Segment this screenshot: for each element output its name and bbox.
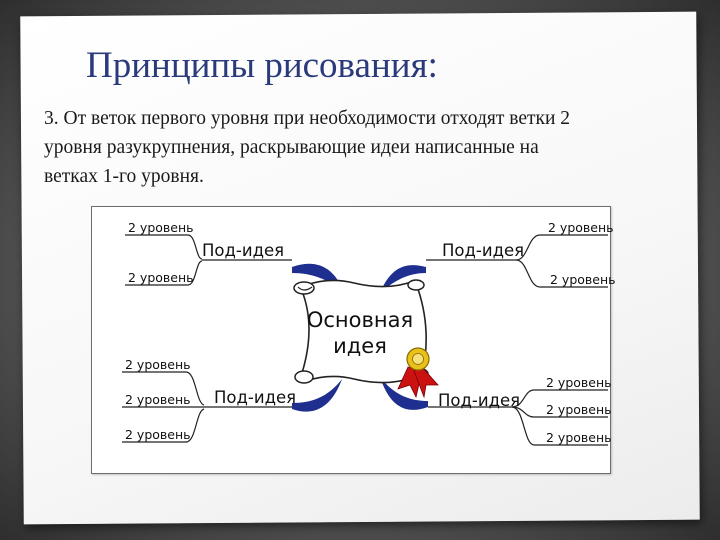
level2-label: 2 уровень xyxy=(125,357,191,372)
central-idea-line1: Основная xyxy=(307,308,413,332)
level2-label: 2 уровень xyxy=(128,220,194,235)
level2-label: 2 уровень xyxy=(546,430,612,445)
mind-map-svg: Основная идея Под-идея Под-идея Под-идея… xyxy=(122,220,616,446)
level2-label: 2 уровень xyxy=(548,220,614,235)
sub-idea-bottom-right: Под-идея xyxy=(438,391,520,410)
level2-label: 2 уровень xyxy=(550,272,616,287)
branch-bottom-right xyxy=(380,377,428,410)
branch-top-left xyxy=(292,263,344,293)
seal-ribbon-icon xyxy=(397,347,439,399)
mind-map-diagram: Основная идея Под-идея Под-идея Под-идея… xyxy=(91,206,616,474)
sub-branches-bottom-right xyxy=(428,389,608,446)
level2-label: 2 уровень xyxy=(546,375,612,390)
sub-branches-bottom-left xyxy=(122,371,292,443)
slide-description: 3. От веток первого уровня при необходим… xyxy=(44,108,571,187)
sub-idea-top-left: Под-идея xyxy=(202,241,284,260)
central-idea-line2: идея xyxy=(333,334,387,358)
level2-label: 2 уровень xyxy=(128,270,194,285)
sub-branches-top-right xyxy=(426,234,608,288)
sub-idea-bottom-left: Под-идея xyxy=(214,388,296,407)
branch-top-right xyxy=(380,265,426,293)
sub-idea-top-right: Под-идея xyxy=(442,241,524,260)
level2-label: 2 уровень xyxy=(546,402,612,417)
sub-branches-top-left xyxy=(125,234,292,286)
level2-label: 2 уровень xyxy=(125,427,191,442)
level2-label: 2 уровень xyxy=(125,392,191,407)
slide-title: Принципы рисования: xyxy=(86,45,438,86)
branch-bottom-left xyxy=(292,379,342,412)
